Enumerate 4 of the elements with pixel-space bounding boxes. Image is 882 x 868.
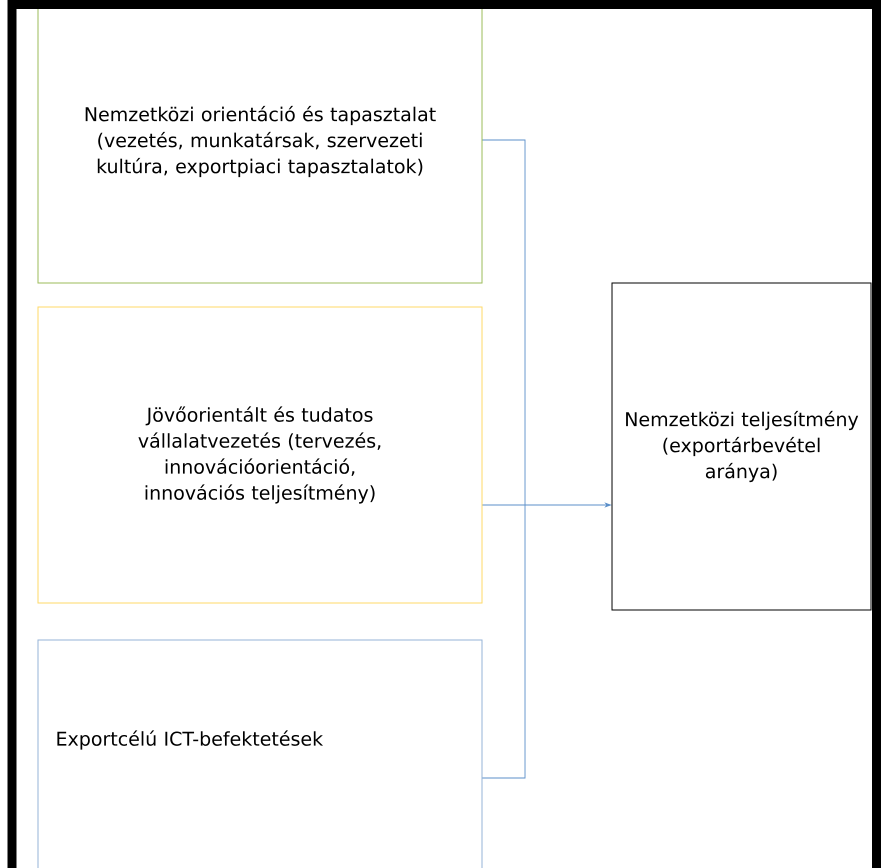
text-box: Nemzetközi orientáció és tapasztalat (vezetés, munkatársak, szervezeti kultúra, exportpiaci tapasztalatok) — [38, 0, 482, 284]
text-box: Exportcélú ICT-befektetések — [38, 640, 482, 868]
text-box: Jövőorientált és tudatos vállalatvezetés (tervezés, innovációorientáció, innovációs teljesítmény) — [38, 306, 482, 604]
text-box: Nemzetközi teljesítmény (exportárbevétel aránya) — [612, 282, 872, 610]
